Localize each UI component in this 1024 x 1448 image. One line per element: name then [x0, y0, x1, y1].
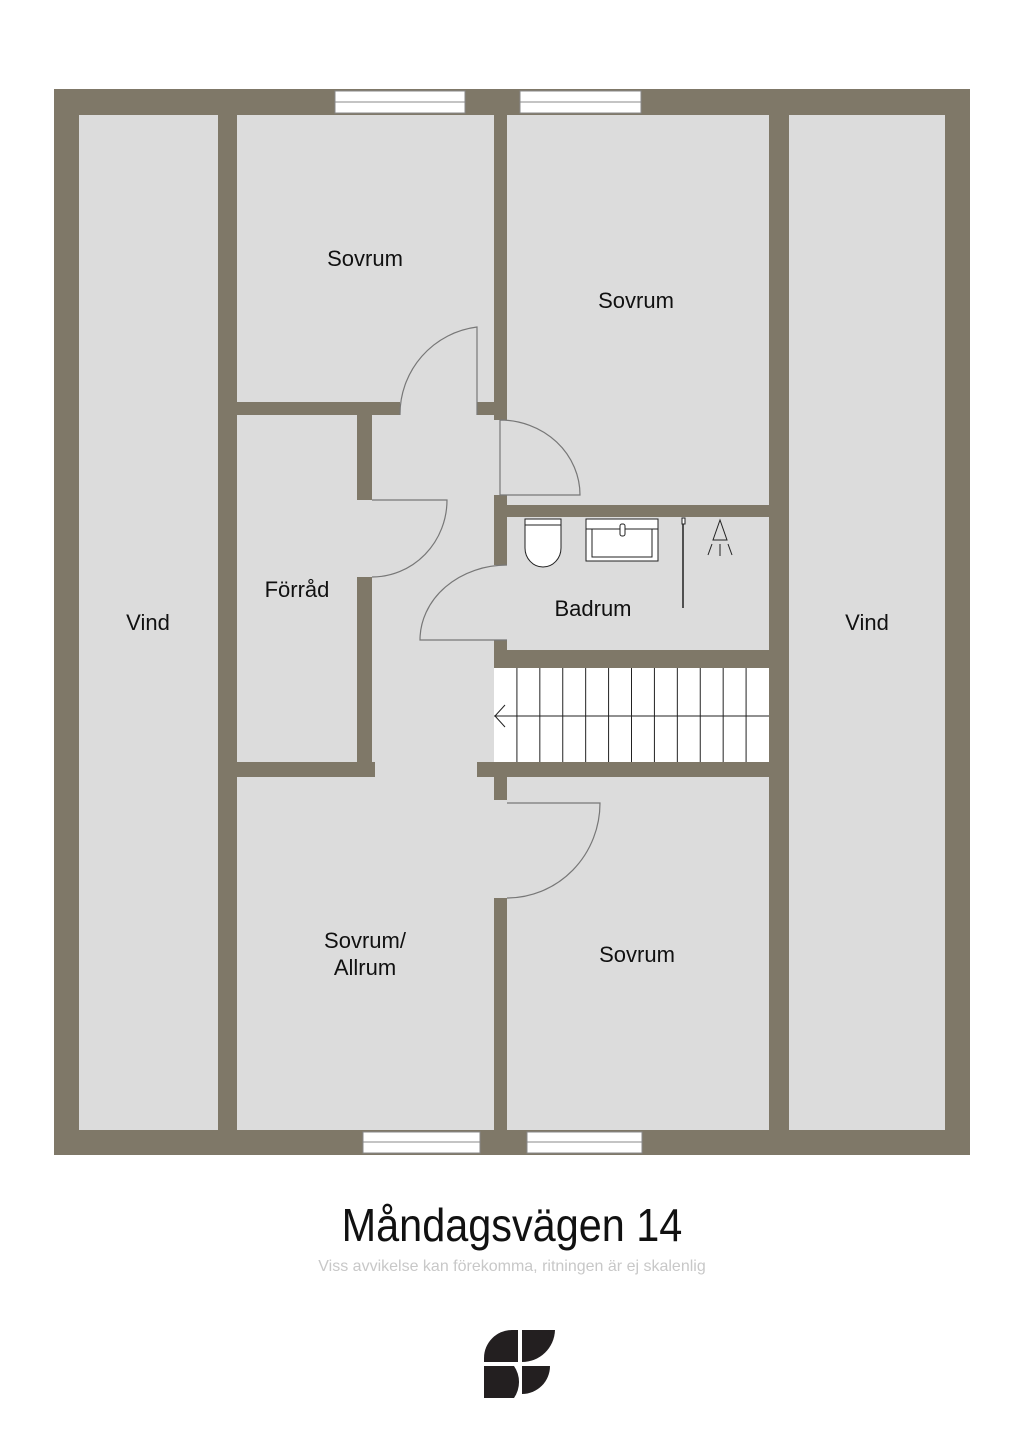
doors: [371, 326, 601, 899]
toilet-icon: [524, 518, 562, 568]
room-label-forrad: Förråd: [265, 577, 330, 602]
room-label-vind-right: Vind: [845, 610, 889, 635]
room-label-badrum: Badrum: [554, 596, 631, 621]
interior-walls: [218, 115, 789, 1130]
windows: [334, 90, 643, 1154]
floor: [79, 115, 945, 1130]
stair-direction-arrow-icon: [494, 704, 506, 728]
room-label-sovrum-top-left: Sovrum: [327, 246, 403, 271]
shower-icon: [707, 518, 733, 556]
door-forrad: [371, 499, 448, 578]
door-sovrum-top-right: [499, 419, 581, 496]
room-label-sovrum-allrum-1: Sovrum/: [324, 928, 407, 953]
company-logo: [484, 1330, 555, 1398]
bathroom-fixtures: [524, 517, 733, 608]
staircase: [494, 668, 769, 762]
door-sovrum-top-left: [399, 326, 478, 416]
room-label-sovrum-allrum-2: Allrum: [334, 955, 396, 980]
room-label-sovrum-top-right: Sovrum: [598, 288, 674, 313]
address-title: Måndagsvägen 14: [341, 1199, 683, 1251]
door-sovrum-bottom-right: [506, 802, 601, 899]
door-badrum: [419, 564, 508, 641]
room-label-vind-left: Vind: [126, 610, 170, 635]
disclaimer: Viss avvikelse kan förekomma, ritningen …: [318, 1258, 706, 1275]
room-label-sovrum-bottom-right: Sovrum: [599, 942, 675, 967]
